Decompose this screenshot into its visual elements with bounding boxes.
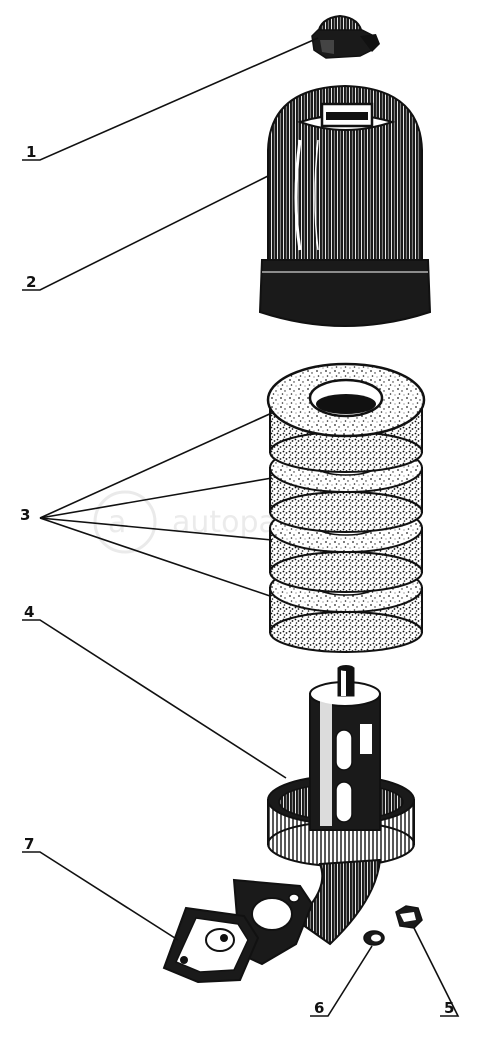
leader-7 — [22, 851, 179, 941]
leader-1 — [22, 37, 319, 161]
washer-part — [363, 930, 385, 946]
leader-6 — [310, 945, 373, 1017]
callout-3: 3 — [20, 506, 30, 524]
felt-ring-1 — [266, 362, 426, 473]
callout-1: 1 — [26, 143, 36, 161]
leader-3c — [39, 517, 273, 541]
leader-lines — [22, 37, 460, 1017]
callout-4: 4 — [24, 603, 34, 621]
callout-6: 6 — [314, 999, 324, 1017]
flange-gasket-part — [162, 878, 314, 984]
leader-2 — [22, 175, 269, 291]
nut-part — [395, 905, 423, 929]
leader-3d — [39, 517, 271, 597]
felt-filter-rings-part — [266, 362, 426, 653]
filter-body-part — [267, 665, 415, 946]
callout-labels: 1 2 3 4 5 6 7 — [20, 143, 454, 1017]
callout-7: 7 — [24, 835, 34, 853]
callout-2: 2 — [26, 273, 36, 291]
callout-5: 5 — [444, 999, 454, 1017]
cap-nut-part — [311, 14, 380, 59]
leader-4 — [22, 619, 287, 779]
leader-3b — [39, 477, 273, 519]
leader-5 — [413, 927, 460, 1017]
leader-3a — [39, 411, 275, 519]
filter-cover-part — [258, 84, 432, 327]
watermark-logo-letter: a — [108, 505, 126, 540]
